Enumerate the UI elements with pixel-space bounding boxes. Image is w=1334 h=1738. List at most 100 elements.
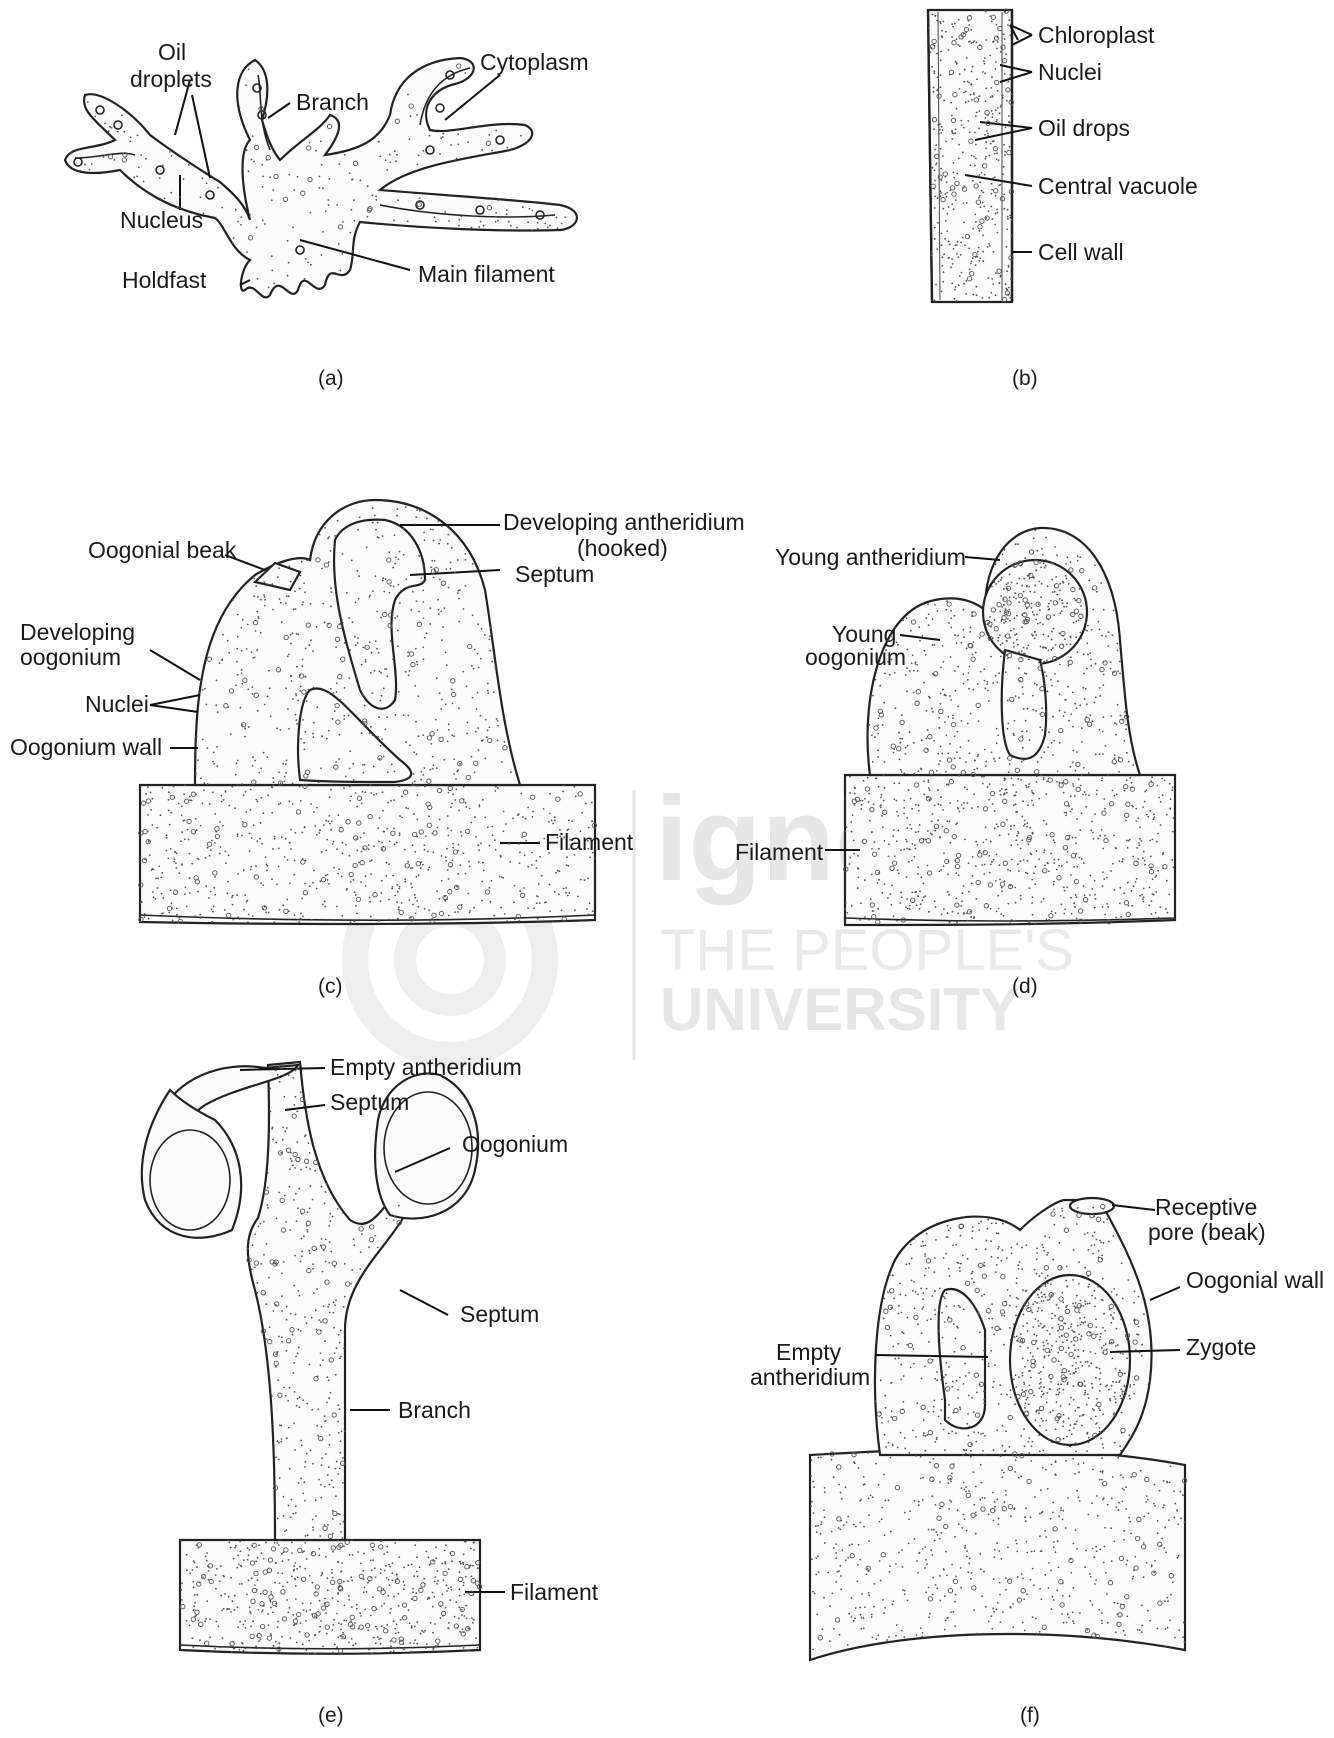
stipple-dot <box>1042 1467 1044 1469</box>
stipple-dot <box>812 1649 814 1651</box>
stipple-dot <box>963 913 965 915</box>
stipple-dot <box>1048 609 1050 611</box>
stipple-dot <box>369 596 371 598</box>
stipple-dot <box>924 1567 926 1569</box>
stipple-dot <box>1173 817 1175 819</box>
stipple-dot <box>1024 823 1026 825</box>
stipple-dot <box>181 1589 183 1591</box>
stipple-dot <box>1031 902 1033 904</box>
stipple-dot <box>911 843 913 845</box>
stipple-dot <box>328 730 330 732</box>
label-hooked: (hooked) <box>577 535 668 561</box>
stipple-dot <box>474 649 476 651</box>
stipple-dot <box>990 626 992 628</box>
stipple-dot <box>966 1550 968 1552</box>
stipple-dot <box>970 626 972 628</box>
stipple-dot <box>1043 779 1045 781</box>
stipple-dot <box>398 691 400 693</box>
stipple-dot <box>881 794 883 796</box>
stipple-dot <box>839 1528 841 1530</box>
stipple-dot <box>448 1568 450 1570</box>
stipple-dot <box>1003 144 1005 146</box>
stipple-dot <box>281 1310 283 1312</box>
stipple-dot <box>424 539 426 541</box>
stipple-dot <box>946 820 948 822</box>
stipple-dot <box>1027 873 1029 875</box>
stipple-dot <box>953 177 955 179</box>
stipple-dot <box>464 72 466 74</box>
stipple-dot <box>360 1563 362 1565</box>
stipple-dot <box>1070 766 1072 768</box>
stipple-dot <box>940 51 942 53</box>
stipple-dot <box>1011 93 1013 95</box>
stipple-dot <box>1005 1589 1007 1591</box>
stipple-dot <box>1087 654 1089 656</box>
stipple-dot <box>856 1581 858 1583</box>
stipple-dot <box>1041 1598 1043 1600</box>
stipple-dot <box>1117 670 1119 672</box>
stipple-dot <box>235 1545 237 1547</box>
stipple-dot <box>934 300 936 302</box>
stipple-dot <box>992 682 994 684</box>
stipple-dot <box>337 1513 339 1515</box>
stipple-dot <box>1005 126 1007 128</box>
stipple-dot <box>1053 1546 1055 1548</box>
stipple-dot <box>901 1630 903 1632</box>
stipple-dot <box>335 1299 337 1301</box>
stipple-dot <box>391 763 393 765</box>
stipple-dot <box>170 812 172 814</box>
stipple-dot <box>334 1266 336 1268</box>
stipple-dot <box>959 45 961 47</box>
stipple-dot <box>1056 781 1058 783</box>
stipple-dot <box>322 904 324 906</box>
stipple-dot <box>1016 835 1018 837</box>
stipple-dot <box>972 42 974 44</box>
stipple-dot <box>270 918 272 920</box>
stipple-dot <box>879 1521 881 1523</box>
stipple-dot <box>489 845 491 847</box>
stipple-dot <box>469 910 471 912</box>
stipple-dot <box>324 527 326 529</box>
stipple-dot <box>929 697 931 699</box>
stipple-dot <box>342 553 344 555</box>
stipple-dot <box>990 206 992 208</box>
stipple-dot <box>1131 905 1133 907</box>
stipple-dot <box>917 1572 919 1574</box>
stipple-dot <box>349 786 351 788</box>
stipple-dot <box>439 692 441 694</box>
stipple-dot <box>510 225 512 227</box>
stipple-dot <box>884 673 886 675</box>
stipple-dot <box>1073 902 1075 904</box>
stipple-dot <box>972 66 974 68</box>
stipple-dot <box>1139 895 1141 897</box>
stipple-dot <box>309 1364 311 1366</box>
stipple-dot <box>1038 858 1040 860</box>
stipple-dot <box>1055 1474 1057 1476</box>
stipple-dot <box>249 1606 251 1608</box>
stipple-dot <box>985 765 987 767</box>
stipple-dot <box>998 555 1000 557</box>
stipple-dot <box>1104 1546 1106 1548</box>
stipple-dot <box>1016 1543 1018 1545</box>
stipple-dot <box>230 1577 232 1579</box>
receptive-pore-f <box>1070 1198 1114 1214</box>
stipple-dot <box>815 1574 817 1576</box>
stipple-dot <box>469 912 471 914</box>
stipple-dot <box>1126 779 1128 781</box>
stipple-dot <box>868 724 870 726</box>
stipple-dot <box>283 1387 285 1389</box>
label-filament-d: Filament <box>735 839 824 865</box>
stipple-dot <box>475 731 477 733</box>
stipple-dot <box>338 243 340 245</box>
stipple-dot <box>997 232 999 234</box>
stipple-dot <box>151 824 153 826</box>
stipple-dot <box>888 856 890 858</box>
stipple-dot <box>995 675 997 677</box>
stipple-dot <box>938 157 940 159</box>
stipple-dot <box>255 630 257 632</box>
stipple-dot <box>1138 817 1140 819</box>
stipple-dot <box>278 803 280 805</box>
stipple-dot <box>952 715 954 717</box>
stipple-dot <box>1066 556 1068 558</box>
stipple-dot <box>972 856 974 858</box>
